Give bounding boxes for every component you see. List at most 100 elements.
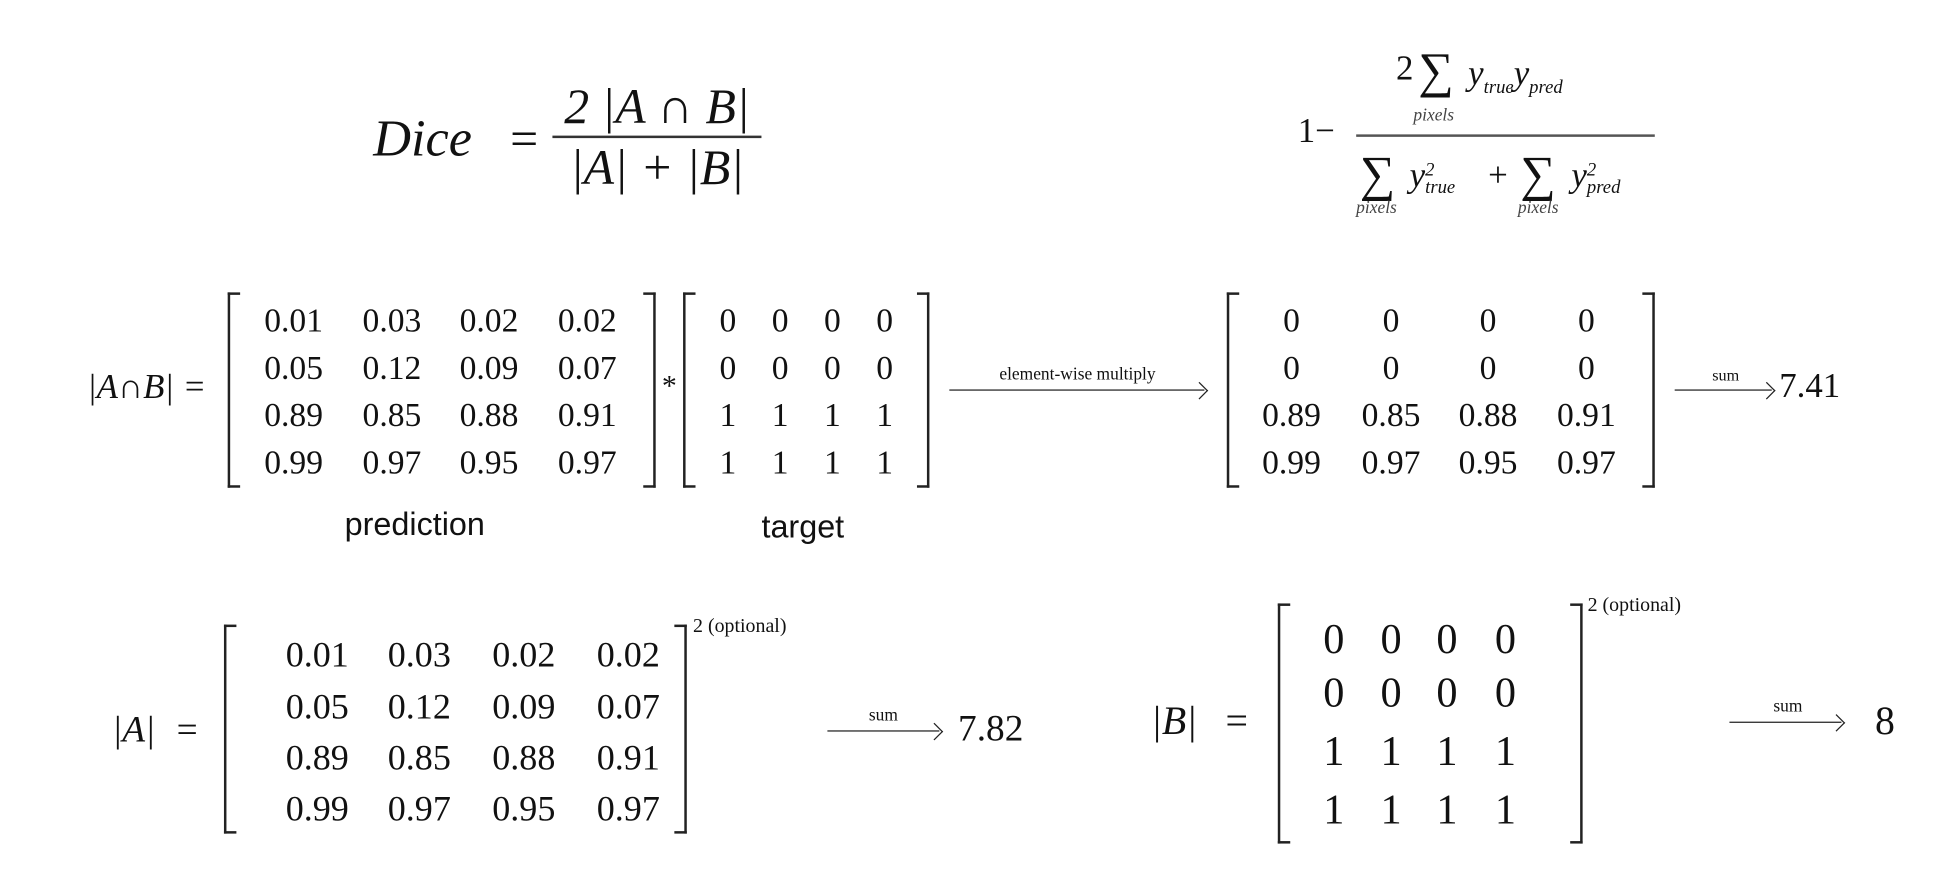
matrix-cell: 0.07 [596,687,660,728]
arrow-label: sum [1773,697,1803,717]
matrix-cell: 0.01 [264,301,324,340]
matrix-cell: 0.09 [459,348,519,387]
y: y [1468,54,1484,94]
matrix-cell: 0 [1380,670,1402,717]
left-bracket [1226,292,1240,488]
matrix-cell: 0.97 [387,789,451,830]
matrix-cell: 0 [1382,348,1400,387]
matrix-cell: 0 [1494,670,1517,717]
arrow-label: sum [868,706,898,726]
intersection-result: 7.41 [1779,367,1841,406]
dice-denominator: |A| + |B| [569,139,744,196]
equals: = [176,709,198,751]
matrix-cell: 0 [719,348,737,387]
equals: = [1225,697,1248,743]
matrix-cell: 0 [1380,617,1402,664]
a-norm-label: |A| [111,709,156,751]
plus: + [1488,156,1508,196]
matrix-cell: 1 [1380,787,1402,834]
matrix-cell: 0.99 [285,789,349,830]
matrix-cell: 0.09 [492,687,556,728]
b-norm-result: 8 [1875,697,1895,743]
matrix-cell: 1 [823,396,841,434]
matrix-cell: 0.05 [285,687,349,728]
left-bracket [683,292,696,488]
y-true-symbol: ytrueypred [1468,55,1563,99]
matrix-cell: 1 [1323,787,1345,834]
pred-subscript: pred [1586,177,1621,198]
matrix-cell: 0 [771,348,789,387]
matrix-cell: 0 [876,348,894,387]
sigma-icon: ∑ [1520,145,1556,202]
multiply-sign: * [661,370,677,404]
matrix-cell: 0 [1577,301,1595,340]
matrix-cell: 0.89 [264,396,324,434]
matrix-cell: 0.97 [362,443,422,481]
matrix-cell: 0 [1494,617,1517,664]
matrix-cell: 0 [1436,670,1458,717]
matrix-cell: 0.89 [285,738,349,779]
matrix-cell: 0.99 [1262,443,1321,481]
matrix-cell: 0.07 [557,348,617,387]
matrix-cell: 1 [771,396,789,434]
matrix-cell: 0.95 [1458,443,1518,481]
matrix-cell: 0.97 [1556,443,1616,481]
right-bracket [643,292,656,488]
matrix-cell: 0.91 [557,396,617,434]
sub-pixels: pixels [1356,199,1397,218]
matrix-cell: 0 [771,301,789,340]
matrix-cell: 0.12 [387,687,451,728]
matrix-cell: 0 [1479,301,1497,340]
right-arrow-icon [949,389,1205,391]
matrix-cell: 0.03 [362,301,422,340]
matrix-cell: 0.85 [387,738,451,779]
matrix-cell: 0.03 [387,635,451,675]
intersection-label: |A∩B| = [87,368,207,407]
matrix-cell: 0.91 [1556,396,1616,434]
matrix-cell: 0.12 [362,348,422,387]
superscript: 2 (optional) [1587,594,1682,616]
dice-label: Dice [373,110,472,168]
matrix-cell: 0.85 [362,396,422,434]
fraction-bar [1356,134,1655,137]
matrix-cell: 1 [719,396,737,434]
matrix-cell: 0.88 [492,738,556,779]
matrix-cell: 0 [1283,348,1300,387]
matrix-cell: 0 [876,301,894,340]
matrix-cell: 0 [1283,301,1300,340]
matrix-cell: 1 [1380,729,1402,776]
dice-fraction: 2 |A ∩ B| |A| + |B| [552,77,762,196]
matrix-cell: 0.91 [596,738,660,779]
dice-equals: = [510,110,539,167]
matrix-cell: 1 [1323,729,1345,776]
matrix-cell: 1 [1436,787,1458,834]
right-arrow-icon [827,730,940,732]
fraction-bar [552,135,762,139]
superscript: 2 (optional) [693,615,787,638]
matrix-cell: 0.02 [596,635,660,675]
matrix-cell: 0.97 [596,789,660,830]
matrix-cell: 0.95 [492,789,556,830]
y: y [1513,54,1530,94]
right-arrow-icon [1729,721,1842,723]
y: y [1409,156,1426,196]
sub-pixels: pixels [1413,107,1455,126]
matrix-cell: 0 [1479,348,1497,387]
optional-square: 2 (optional) [693,616,786,638]
matrix-cell: 0 [1323,670,1345,717]
matrix-cell: 0.02 [492,635,556,675]
matrix-cell: 0.88 [459,396,519,434]
matrix-cell: 0 [1382,301,1400,340]
optional-square: 2 (optional) [1588,595,1681,617]
dice-numerator: 2 |A ∩ B| [564,78,750,135]
matrix-cell: 1 [1436,729,1458,776]
left-bracket [223,624,237,834]
